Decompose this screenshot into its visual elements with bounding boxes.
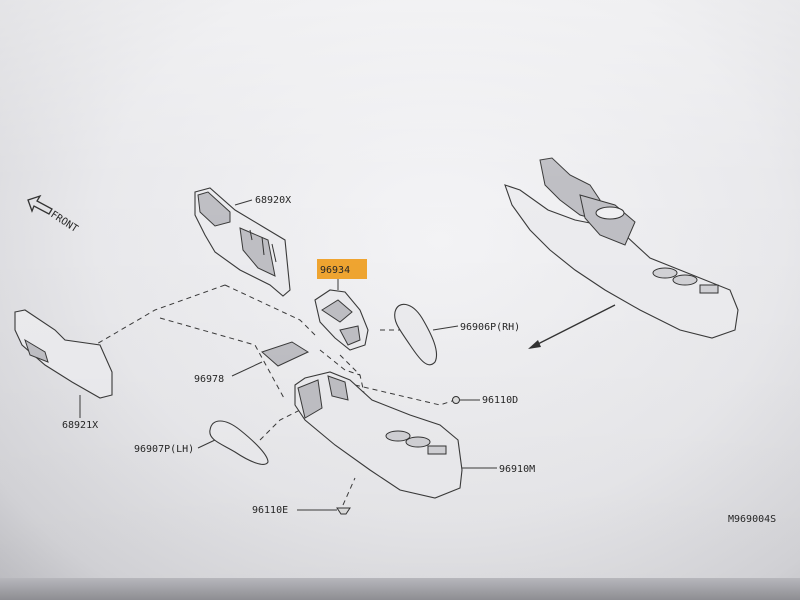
- part-96906P-rh-pad: [394, 303, 438, 366]
- highlight-96934: [317, 259, 367, 279]
- part-96110D-clip: [452, 396, 460, 404]
- drawing-code: M969004S: [728, 514, 776, 525]
- part-68921X-panel: [14, 309, 113, 399]
- label-68920X: 68920X: [255, 195, 291, 206]
- part-96110E-screw: [336, 507, 351, 515]
- label-96910M: 96910M: [499, 464, 535, 475]
- part-96978-pad: [261, 341, 310, 367]
- part-68920X-bracket: [194, 187, 291, 297]
- part-96907P-lh-pad: [209, 420, 269, 465]
- monitor-bezel: [0, 578, 800, 600]
- label-68921X: 68921X: [62, 420, 98, 431]
- front-label: FRONT: [48, 209, 79, 235]
- label-96907P-lh: 96907P(LH): [134, 444, 194, 455]
- label-96110E: 96110E: [252, 505, 288, 516]
- label-96978: 96978: [194, 374, 224, 385]
- assembly-direction-arrow-icon: [528, 304, 616, 349]
- label-96906P-rh: 96906P(RH): [460, 322, 520, 333]
- assembly-dashed-lines: [94, 284, 456, 506]
- assembled-console-view: [504, 157, 739, 339]
- label-96110D: 96110D: [482, 395, 518, 406]
- part-96934-finisher: [314, 289, 369, 351]
- label-96934: 96934: [320, 265, 350, 276]
- front-arrow-icon: [27, 194, 53, 215]
- part-96910M-console: [294, 371, 463, 499]
